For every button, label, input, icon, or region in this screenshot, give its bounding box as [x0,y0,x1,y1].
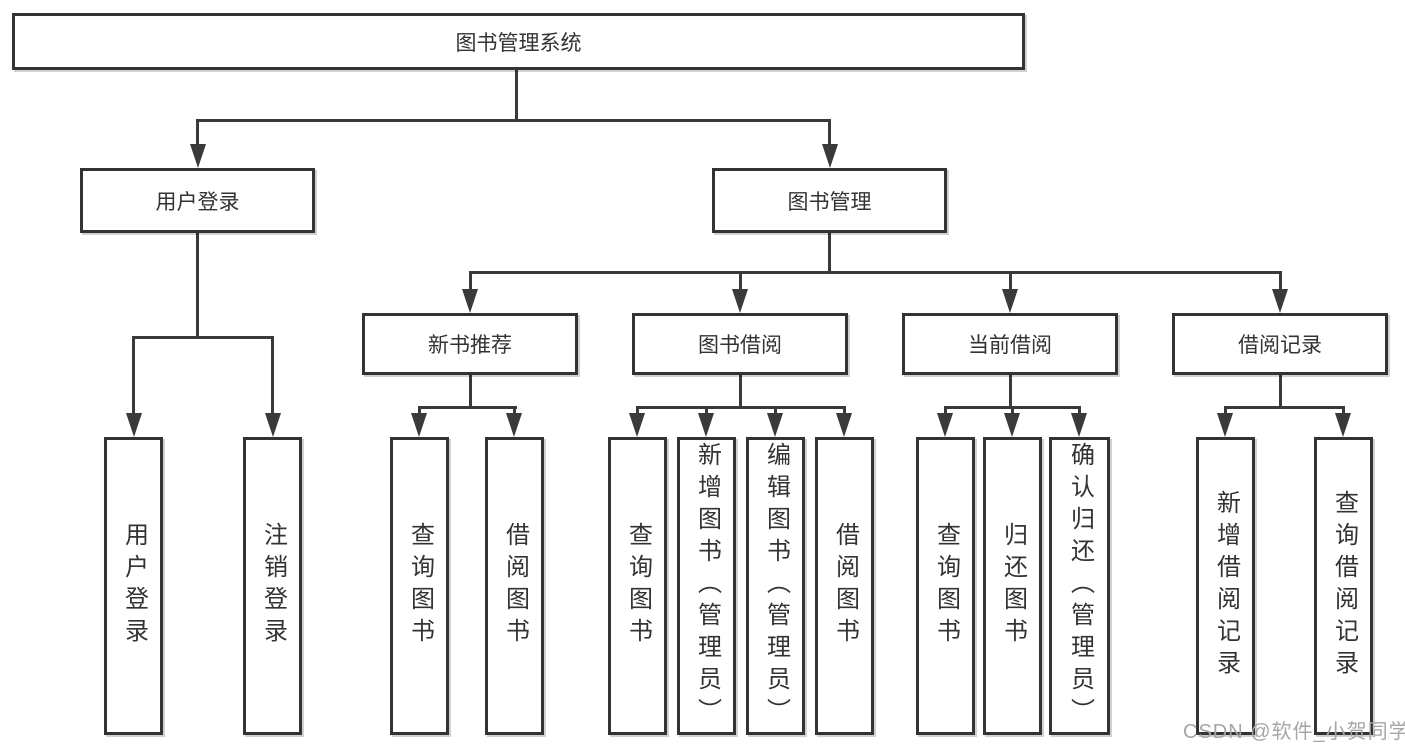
connector-line [418,406,421,416]
node-user-login: 用户登录 [80,168,315,233]
arrow-down-icon [265,413,281,437]
node-edit-books-admin: 编辑图书（管理员） [746,437,805,735]
connector-line [944,406,947,416]
arrow-down-icon [1071,413,1087,437]
arrow-down-icon [190,144,206,168]
connector-line [1279,375,1282,408]
node-add-books-admin: 新增图书（管理员） [677,437,736,735]
connector-line [196,119,199,146]
connector-line [469,271,1282,274]
arrow-down-icon [506,413,522,437]
connector-line [1224,406,1227,416]
connector-line [418,406,517,409]
connector-line [515,70,518,119]
arrow-down-icon [1217,413,1233,437]
arrow-down-icon [1004,413,1020,437]
connector-line [196,233,199,336]
arrow-down-icon [732,289,748,313]
connector-line [636,406,639,416]
connector-line [843,406,846,416]
connector-line [196,119,831,122]
node-borrowing-records: 借阅记录 [1172,313,1388,375]
arrow-down-icon [126,413,142,437]
node-return-books: 归还图书 [983,437,1042,735]
node-logout: 注销登录 [243,437,302,735]
node-new-book-recommendation: 新书推荐 [362,313,578,375]
connector-line [469,271,472,291]
node-borrow-books: 借阅图书 [815,437,874,735]
connector-line [469,375,472,408]
arrow-down-icon [462,289,478,313]
node-query-books-borrow: 查询图书 [608,437,667,735]
arrow-down-icon [698,413,714,437]
csdn-watermark: CSDN @软件_小贺同学 [1183,721,1405,743]
arrow-down-icon [937,413,953,437]
connector-line [828,119,831,146]
connector-line [828,233,831,273]
arrow-down-icon [411,413,427,437]
connector-line [1011,406,1014,416]
connector-line [1279,271,1282,291]
connector-line [1224,406,1345,409]
node-user-login-action: 用户登录 [104,437,163,735]
node-current-borrowing: 当前借阅 [902,313,1118,375]
connector-line [636,406,846,409]
node-book-borrowing: 图书借阅 [632,313,848,375]
connector-line [705,406,708,416]
connector-line [132,336,274,339]
connector-line [513,406,516,416]
node-query-books-current: 查询图书 [916,437,975,735]
connector-line [132,336,135,415]
node-query-books-recommend: 查询图书 [390,437,449,735]
node-query-borrow-record: 查询借阅记录 [1314,437,1373,735]
connector-line [739,271,742,291]
node-library-system: 图书管理系统 [12,13,1025,70]
node-borrow-books-recommend: 借阅图书 [485,437,544,735]
arrow-down-icon [1272,289,1288,313]
connector-line [271,336,274,415]
connector-line [1078,406,1081,416]
arrow-down-icon [1335,413,1351,437]
arrow-down-icon [822,144,838,168]
connector-line [1342,406,1345,416]
node-book-management: 图书管理 [712,168,947,233]
node-add-borrow-record: 新增借阅记录 [1196,437,1255,735]
arrow-down-icon [629,413,645,437]
connector-line [739,375,742,408]
arrow-down-icon [836,413,852,437]
arrow-down-icon [767,413,783,437]
connector-line [774,406,777,416]
node-confirm-return-admin: 确认归还（管理员） [1049,437,1110,735]
arrow-down-icon [1002,289,1018,313]
connector-line [1009,271,1012,291]
connector-line [1009,375,1012,408]
